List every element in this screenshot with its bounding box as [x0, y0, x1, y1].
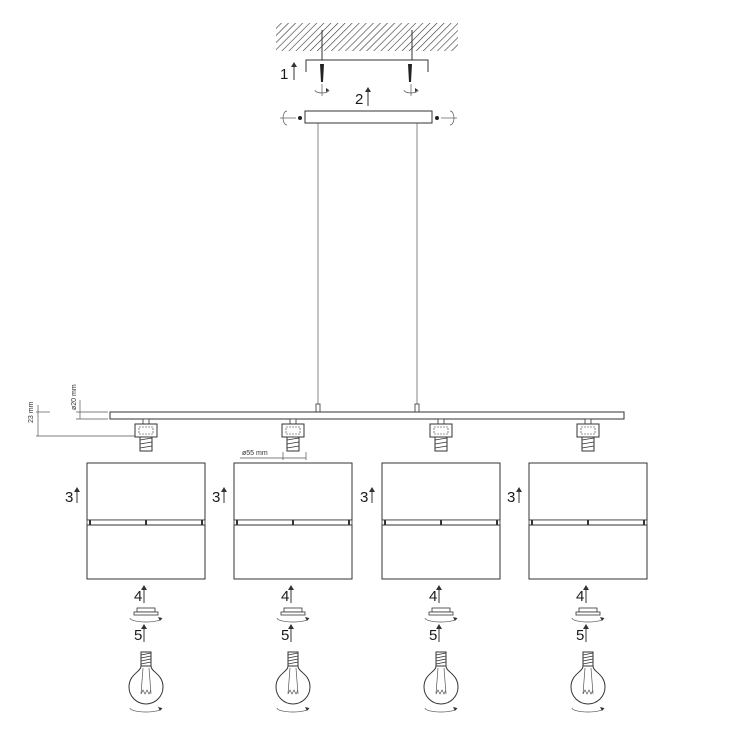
- dimension-height-label: 23 mm: [28, 401, 35, 423]
- step-4-label: 4: [576, 588, 584, 605]
- arrow-up-icon: [369, 487, 375, 503]
- light-bulb-icon: [128, 651, 164, 705]
- step-4-label: 4: [134, 588, 142, 605]
- arrow-up-icon: [436, 624, 442, 642]
- canopy: [304, 110, 433, 124]
- lamp-units: 3 4 5 3 4 5 3 4 5 3 4 5: [65, 418, 648, 713]
- step-1-label: 1: [280, 66, 288, 83]
- dimension-lines: [36, 400, 307, 460]
- light-bulb-icon: [423, 651, 459, 705]
- dimension-socket-label: ø55 mm: [242, 450, 268, 457]
- shade-ring: [280, 607, 306, 616]
- lamp-bar: [109, 411, 625, 420]
- arrow-up-icon: [516, 487, 522, 503]
- socket-holder: [281, 418, 305, 452]
- arrow-up-icon: [141, 585, 147, 603]
- step-3-label: 3: [507, 489, 515, 506]
- shade-ring: [428, 607, 454, 616]
- rotate-icon: [276, 617, 310, 623]
- arrow-up-icon: [583, 624, 589, 642]
- side-screw-icon: [280, 110, 457, 126]
- socket-holder: [429, 418, 453, 452]
- rotate-icon: [129, 617, 163, 623]
- arrow-up-icon: [74, 487, 80, 503]
- light-bulb-icon: [275, 651, 311, 705]
- screw-icon: [320, 64, 412, 82]
- mounting-bracket: [305, 30, 429, 72]
- socket-holder: [134, 418, 158, 452]
- rotate-icon: [276, 707, 310, 713]
- step-5-label: 5: [134, 627, 142, 644]
- socket-holder: [576, 418, 600, 452]
- rotate-icon: [424, 617, 458, 623]
- step-5-label: 5: [576, 627, 584, 644]
- rotate-icon: [571, 617, 605, 623]
- step-3-label: 3: [360, 489, 368, 506]
- step-5-label: 5: [429, 627, 437, 644]
- rotate-icon: [424, 707, 458, 713]
- step-3-label: 3: [65, 489, 73, 506]
- lamp-shade: [86, 462, 206, 580]
- step-2-label: 2: [355, 91, 363, 108]
- arrow-up-icon: [291, 62, 297, 80]
- step-3-label: 3: [212, 489, 220, 506]
- lamp-shade: [233, 462, 353, 580]
- shade-ring: [575, 607, 601, 616]
- dimension-rod-label: ø20 mm: [71, 384, 78, 410]
- arrow-up-icon: [221, 487, 227, 503]
- step-4-label: 4: [429, 588, 437, 605]
- arrow-up-icon: [288, 624, 294, 642]
- arrow-up-icon: [141, 624, 147, 642]
- ceiling: [276, 23, 458, 51]
- arrow-up-icon: [365, 87, 371, 106]
- rotate-icon: [314, 84, 419, 96]
- rotate-icon: [129, 707, 163, 713]
- rotate-icon: [571, 707, 605, 713]
- shade-ring: [133, 607, 159, 616]
- lamp-shade: [528, 462, 648, 580]
- step-4-label: 4: [281, 588, 289, 605]
- light-bulb-icon: [570, 651, 606, 705]
- lamp-shade: [381, 462, 501, 580]
- arrow-up-icon: [583, 585, 589, 603]
- suspension-cable: [315, 123, 420, 413]
- arrow-up-icon: [436, 585, 442, 603]
- step-5-label: 5: [281, 627, 289, 644]
- arrow-up-icon: [288, 585, 294, 603]
